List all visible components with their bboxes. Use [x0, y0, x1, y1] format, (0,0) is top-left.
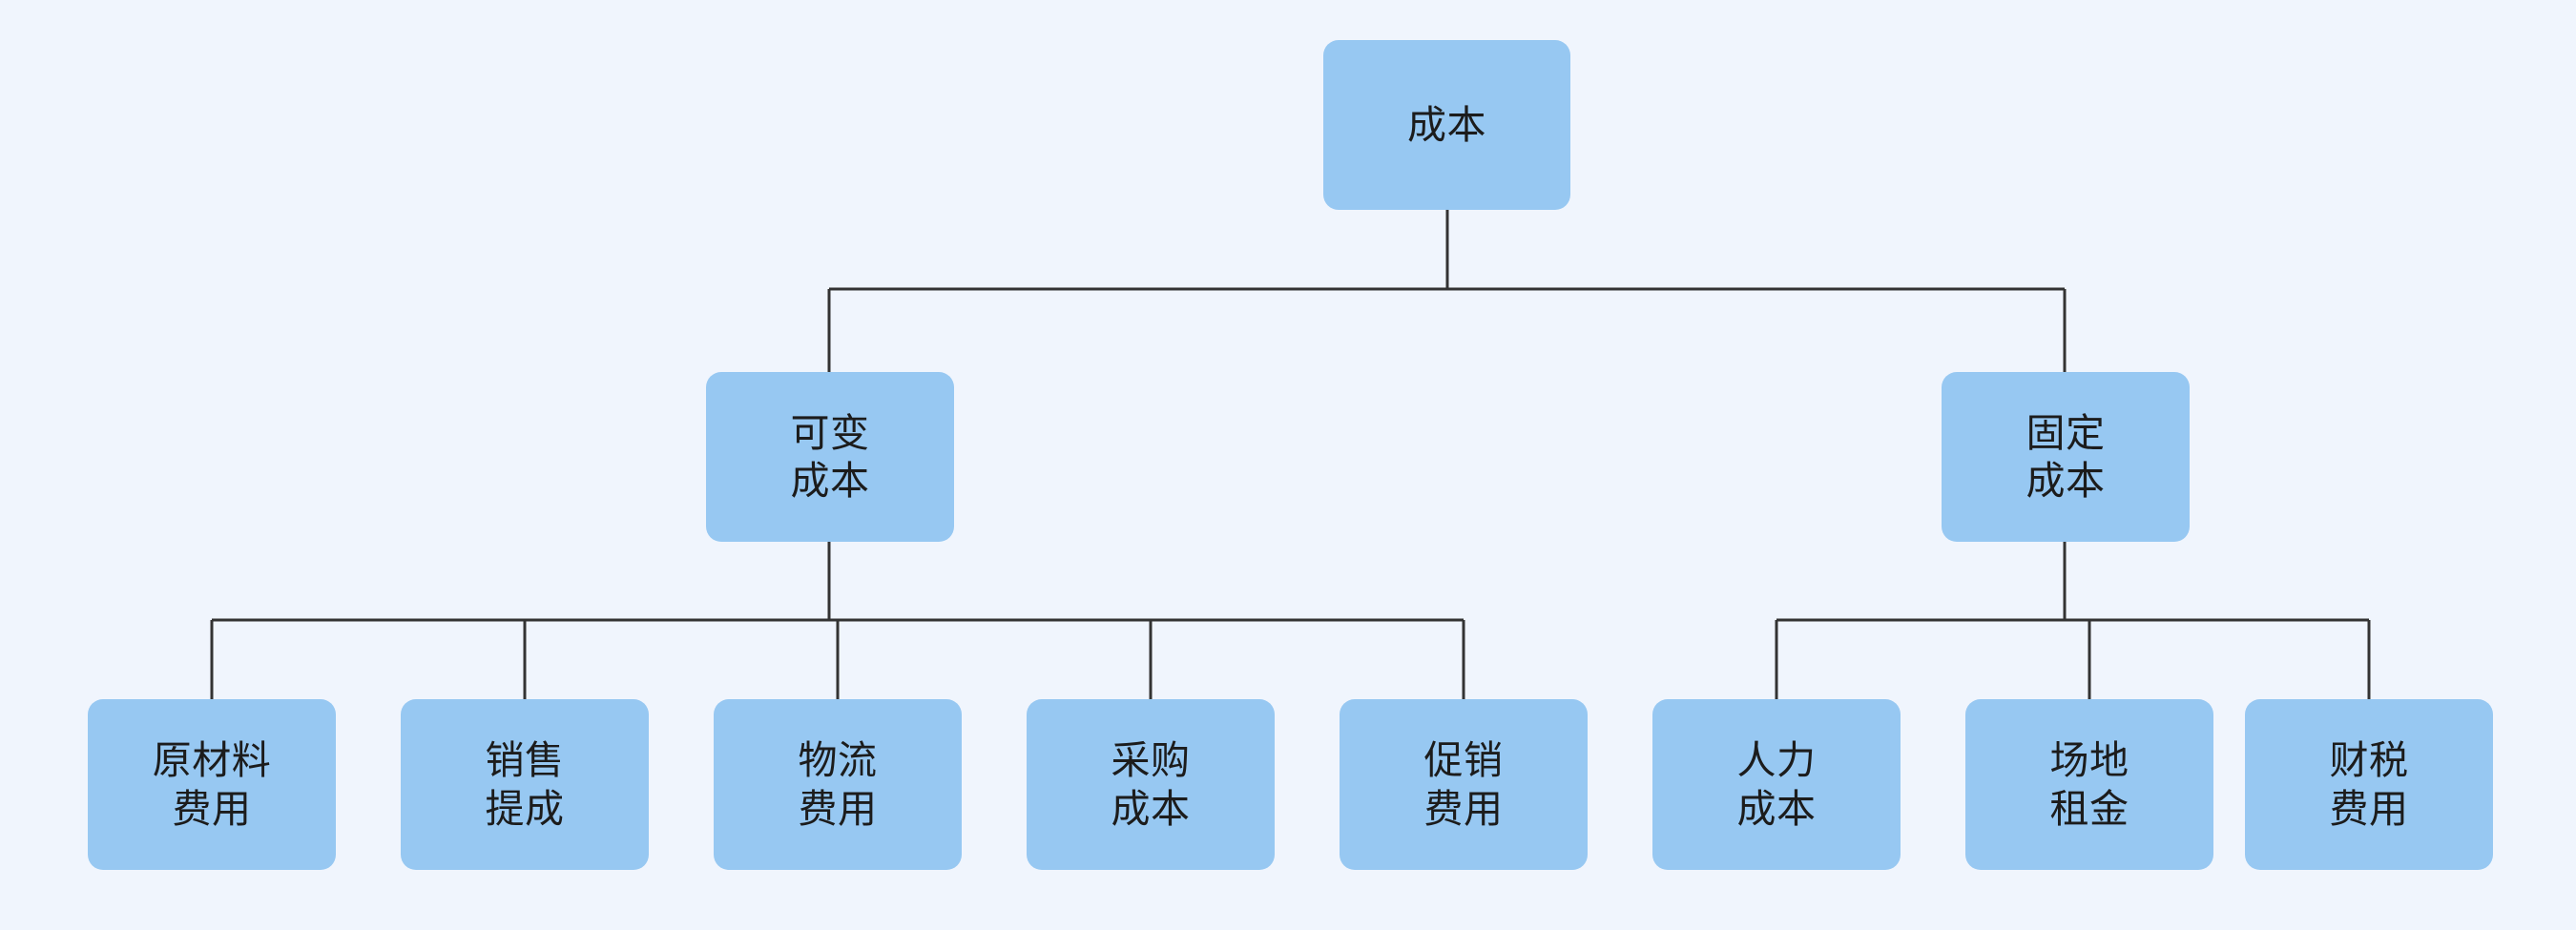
- node-leaf-labor-cost[interactable]: 人力 成本: [1652, 699, 1901, 870]
- node-leaf-logistics-cost[interactable]: 物流 费用: [714, 699, 962, 870]
- node-leaf-venue-rent[interactable]: 场地 租金: [1965, 699, 2213, 870]
- node-leaf-raw-material-cost[interactable]: 原材料 费用: [88, 699, 336, 870]
- node-leaf-finance-tax-cost[interactable]: 财税 费用: [2245, 699, 2493, 870]
- node-leaf-sales-commission[interactable]: 销售 提成: [401, 699, 649, 870]
- node-root-cost[interactable]: 成本: [1323, 40, 1570, 210]
- node-leaf-promotion-cost[interactable]: 促销 费用: [1340, 699, 1588, 870]
- node-fixed-cost[interactable]: 固定 成本: [1942, 372, 2190, 542]
- node-variable-cost[interactable]: 可变 成本: [706, 372, 954, 542]
- node-leaf-procurement-cost[interactable]: 采购 成本: [1027, 699, 1275, 870]
